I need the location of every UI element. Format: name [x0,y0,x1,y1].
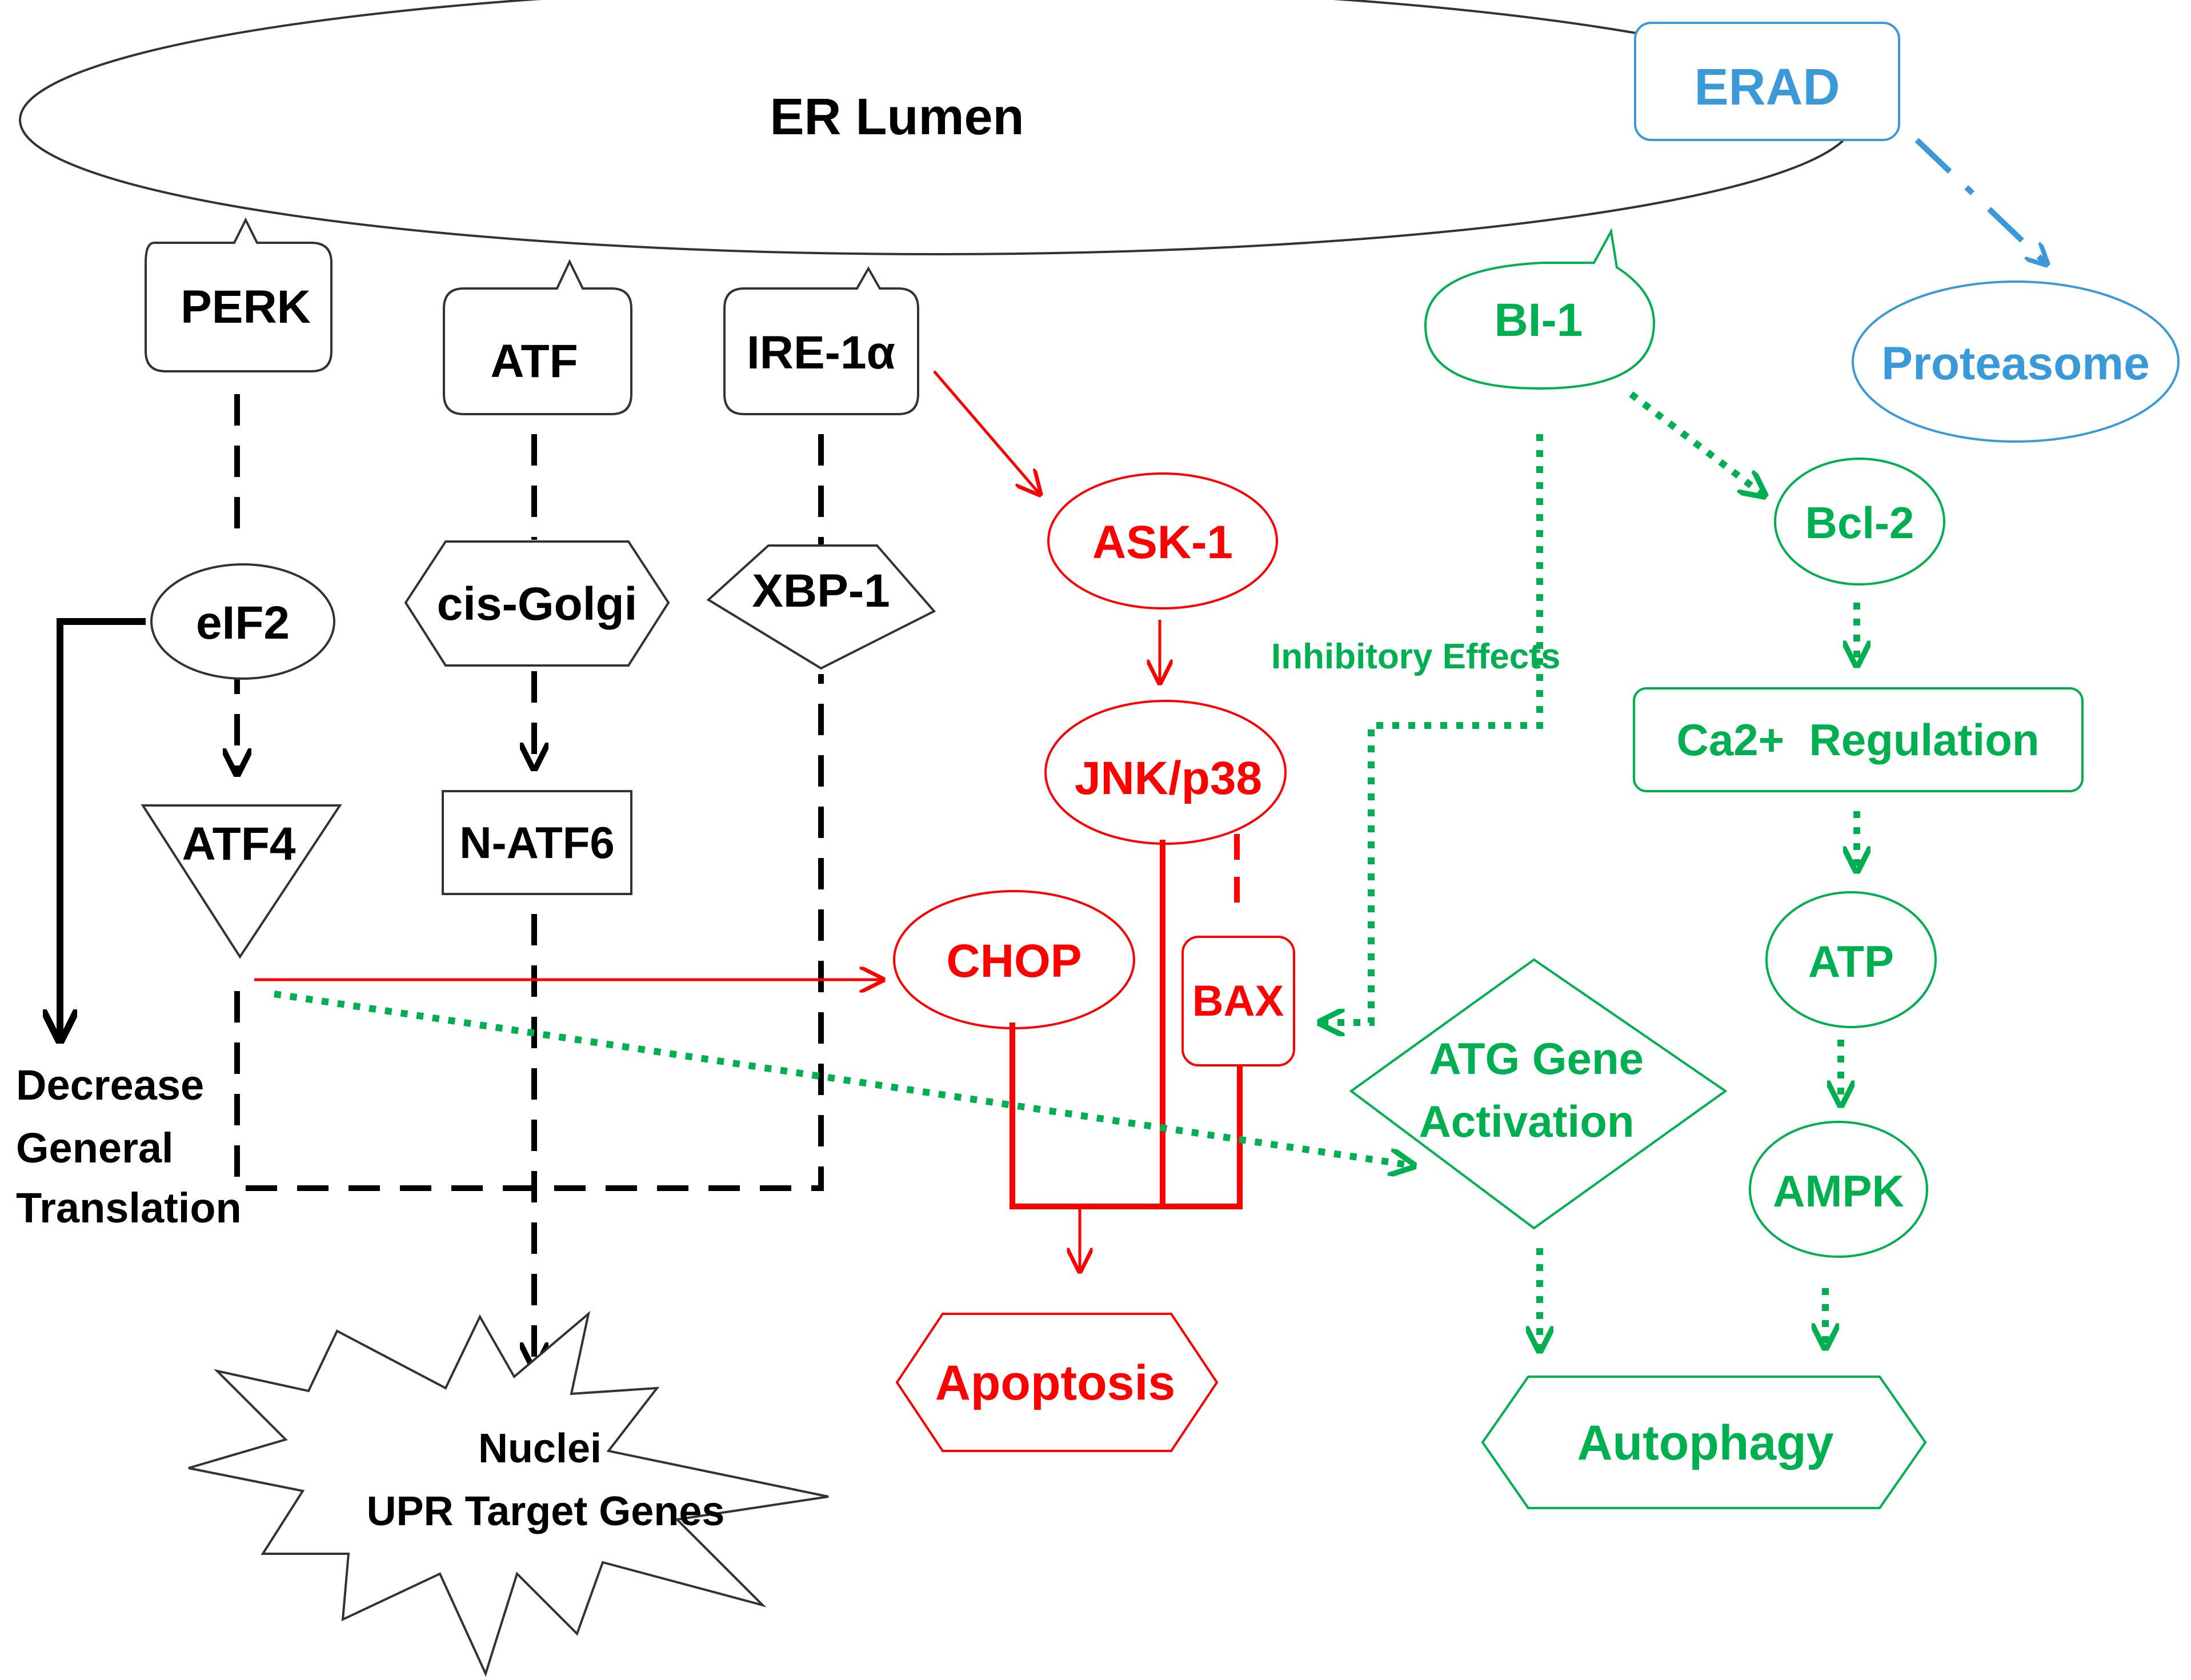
atf-shape [443,259,632,415]
erad-shape [1634,22,1900,141]
eif2-label: eIF2 [196,597,290,649]
ask1-label: ASK-1 [1092,516,1233,568]
ampk-label: AMPK [1773,1166,1904,1216]
apoptosis-shape [895,1313,1219,1452]
upr-dashed-connectors [237,394,824,1365]
atf4-label: ATF4 [182,818,296,870]
ampk-shape [1749,1121,1928,1258]
apoptosis-label: Apoptosis [935,1356,1175,1410]
erad-to-proteasome-arrow [1914,138,2045,263]
decrease-translation-label: Decrease General Translation [16,1061,242,1232]
bcl2-shape [1774,458,1945,586]
cis-golgi-label: cis-Golgi [437,578,638,630]
ca-regulation-shape [1633,687,2084,792]
ire1a-label: IRE-1α [747,327,895,379]
er-lumen-label: ER Lumen [770,89,1024,146]
autophagy-dotted-connectors [274,391,1857,1348]
atp-label: ATP [1808,936,1894,987]
bi1-shape [1424,227,1656,390]
bax-label: BAX [1192,977,1284,1025]
xbp1-shape [706,544,936,670]
proteasome-shape [1852,280,2180,443]
perk-shape [145,217,333,372]
ire1a-to-ask1-arrow [933,370,1040,494]
atf-label: ATF [490,335,578,387]
perk-label: PERK [181,281,311,333]
chop-label: CHOP [947,935,1082,987]
autophagy-label: Autophagy [1577,1416,1833,1470]
cis-golgi-shape [404,540,670,667]
proteasome-label: Proteasome [1881,338,2149,390]
eif2-to-translation-arrow [60,618,146,1037]
n-atf6-label: N-ATF6 [459,817,615,868]
bi1-label: BI-1 [1495,294,1583,346]
nuclei-starburst-shape [188,1310,829,1677]
n-atf6-shape [442,790,632,895]
atg-gene-activation-shape [1349,958,1728,1230]
erad-label: ERAD [1694,59,1840,116]
bcl2-label: Bcl-2 [1805,498,1914,548]
ire1a-shape [723,266,919,415]
ask1-shape [1047,472,1278,610]
inhibitory-effects-label: Inhibitory Effects [1271,637,1560,676]
atg-gene-activation-label: ATG Gene Activation [1419,1033,1656,1146]
autophagy-shape [1481,1376,1927,1509]
nuclei-label: Nuclei UPR Target Genes [367,1426,725,1534]
jnk-p38-label: JNK/p38 [1075,752,1262,804]
xbp1-label: XBP-1 [752,565,890,617]
ca-regulation-label: Ca2+ Regulation [1677,715,2040,765]
eif2-shape [150,563,335,680]
atf4-shape [141,804,342,959]
apoptosis-convergence-lines [1010,840,1243,1209]
atp-shape [1765,891,1937,1028]
